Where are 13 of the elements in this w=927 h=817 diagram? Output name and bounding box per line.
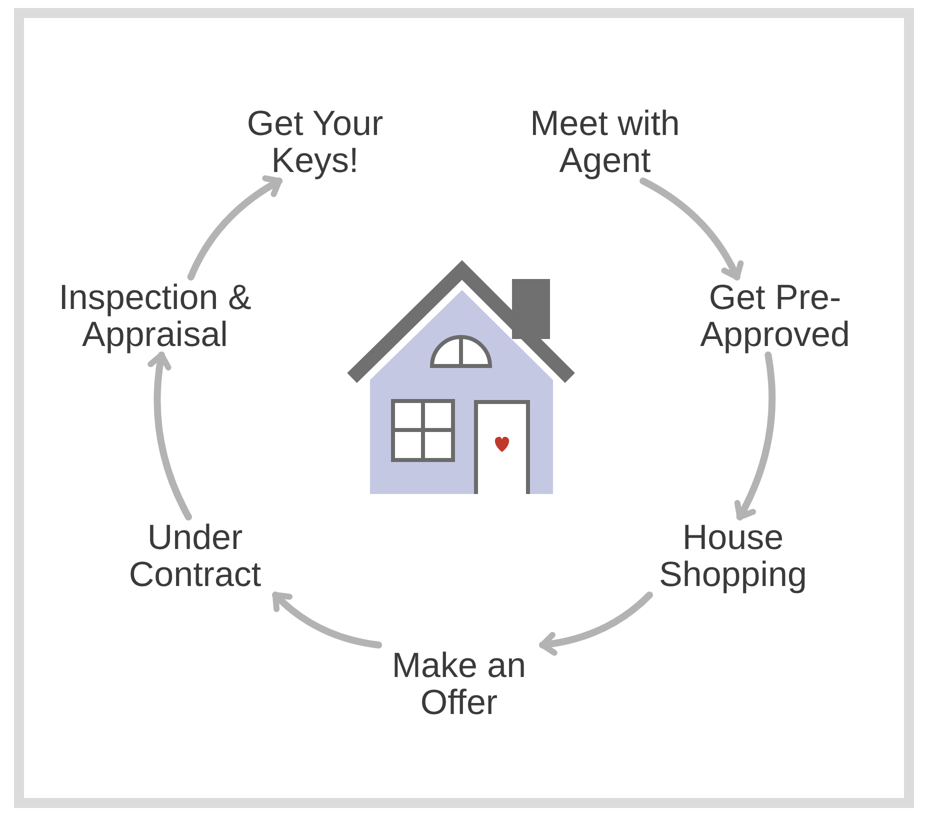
step-label: House Shopping <box>638 519 828 593</box>
step-label: Inspection & Appraisal <box>50 279 260 353</box>
curved-arrow <box>640 178 744 280</box>
step-label: Under Contract <box>105 519 285 593</box>
step-label: Get Pre-Approved <box>675 279 875 353</box>
curved-arrow <box>272 592 382 648</box>
curved-arrow <box>734 352 776 520</box>
curved-arrow <box>538 592 654 656</box>
step-label: Make an Offer <box>374 647 544 721</box>
step-label: Get Your Keys! <box>220 105 410 179</box>
step-label: Meet with Agent <box>510 105 700 179</box>
curved-arrow <box>148 352 192 520</box>
curved-arrow <box>187 176 283 280</box>
